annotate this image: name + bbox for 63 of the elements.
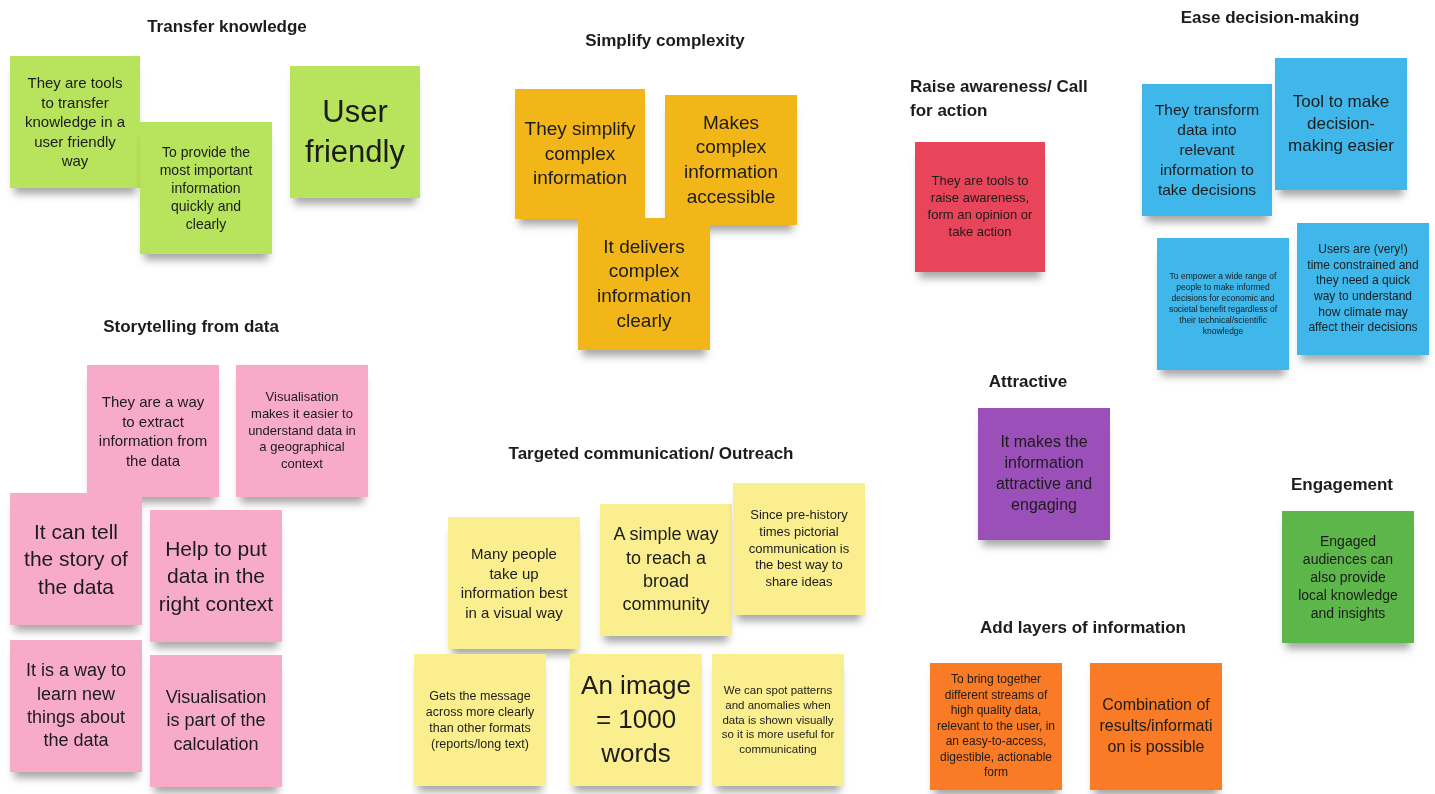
note-text: It is a way to learn new things about the data	[24, 659, 127, 753]
sticky-note	[1275, 58, 1407, 190]
category-heading: Ease decision-making	[1179, 7, 1361, 29]
note-text: A simple way to reach a broad community	[612, 523, 720, 617]
sticky-note	[150, 510, 282, 642]
category-heading: Storytelling from data	[102, 316, 280, 338]
note-text: They transform data into relevant information to take decisions	[1153, 99, 1261, 201]
note-text: Visualisation makes it easier to understand data in a geographical context	[247, 388, 357, 474]
sticky-note	[733, 483, 865, 615]
note-text: They are tools to raise awareness, form an opinion or take action	[926, 173, 1034, 241]
sticky-note	[150, 655, 282, 787]
note-text: To empower a wide range of people to make informed decisions for economic and societal benefit regardless of their technical/scientific knowledge	[1167, 270, 1279, 338]
note-text: Visualisation is part of the calculation	[164, 685, 268, 756]
sticky-note	[10, 493, 142, 625]
category-heading: Raise awareness/ Call for action	[910, 76, 1089, 122]
category-heading: Attractive	[987, 371, 1069, 393]
note-text: Since pre-history times pictorial communication is the best way to share ideas	[747, 506, 851, 592]
note-text: Makes complex information accessible	[683, 110, 779, 209]
note-text: Users are (very!) time constrained and they need a quick way to understand how climate may affect their decisions	[1307, 242, 1419, 336]
note-text: Help to put data in the right context	[158, 536, 274, 617]
note-text: Combination of results/information is possible	[1098, 695, 1214, 757]
category-heading: Engagement	[1290, 474, 1394, 496]
sticky-note	[570, 654, 702, 786]
sticky-note	[10, 56, 140, 188]
note-text: Tool to make decision-making easier	[1287, 90, 1395, 158]
category-heading: Simplify complexity	[584, 30, 746, 52]
category-heading: Transfer knowledge	[146, 16, 308, 38]
sticky-note	[236, 365, 368, 497]
sticky-note	[10, 640, 142, 772]
sticky-note	[448, 517, 580, 649]
sticky-note	[1142, 84, 1272, 216]
sticky-note	[515, 89, 645, 219]
sticky-note	[930, 663, 1062, 790]
note-text: User friendly	[304, 92, 406, 171]
sticky-note	[578, 218, 710, 350]
sticky-note	[87, 365, 219, 497]
category-heading: Add layers of information	[979, 617, 1187, 639]
note-text: They simplify complex information	[523, 116, 637, 191]
note-text: They are tools to transfer knowledge in a user friendly way	[23, 73, 127, 171]
sticky-note	[1090, 663, 1222, 790]
note-text: An image = 1000 words	[580, 669, 692, 770]
note-text: It makes the information attractive and engaging	[994, 432, 1094, 515]
note-text: We can spot patterns and anomalies when data is shown visually so it is more useful for communicating	[720, 682, 836, 758]
note-text: Gets the message across more clearly than other formats (reports/long text)	[424, 687, 536, 753]
sticky-note	[665, 95, 797, 225]
sticky-note	[1157, 238, 1289, 370]
category-heading: Targeted communication/ Outreach	[507, 443, 795, 465]
note-text: Engaged audiences can also provide local knowledge and insights	[1297, 531, 1399, 623]
note-text: It delivers complex information clearly	[596, 234, 692, 333]
note-text: To provide the most important information quickly and clearly	[158, 142, 254, 234]
sticky-note	[1282, 511, 1414, 643]
note-text: To bring together different streams of high quality data, relevant to the user, in an easy-to-access, digestible, actionable form	[935, 671, 1057, 782]
sticky-note	[915, 142, 1045, 272]
note-text: They are a way to extract information from the data	[97, 392, 209, 470]
sticky-note	[978, 408, 1110, 540]
sticky-note	[600, 504, 732, 636]
sticky-note	[712, 654, 844, 786]
note-text: It can tell the story of the data	[23, 519, 129, 600]
sticky-note	[414, 654, 546, 786]
sticky-note	[290, 66, 420, 198]
note-text: Many people take up information best in a visual way	[459, 544, 569, 622]
sticky-note	[1297, 223, 1429, 355]
sticky-note	[140, 122, 272, 254]
